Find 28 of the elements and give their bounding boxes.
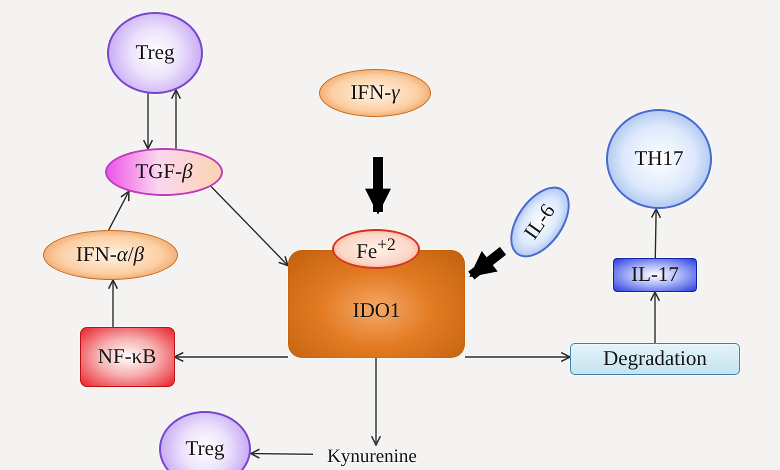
node-label: Fe$^{+2}$ xyxy=(356,234,396,264)
node-label: NF-κB xyxy=(98,345,156,369)
node-label: Degradation xyxy=(603,347,707,371)
node-label: IL-17 xyxy=(631,263,679,287)
arrow xyxy=(142,94,154,150)
node-label: TGF-β xyxy=(135,160,193,184)
block-arrow xyxy=(365,156,391,215)
arrow xyxy=(210,186,289,266)
arrow xyxy=(465,352,571,362)
arrow xyxy=(370,358,382,446)
block-arrow xyxy=(468,246,506,280)
node-label: Treg xyxy=(186,437,224,461)
node-label: IFN-α/β xyxy=(76,243,144,267)
arrow xyxy=(650,208,662,258)
process-box xyxy=(570,343,740,375)
arrow xyxy=(108,279,118,327)
factor-box xyxy=(80,327,174,387)
arrow xyxy=(174,352,288,362)
metabolite-label: Kynurenine xyxy=(327,446,417,468)
node-label: IDO1 xyxy=(352,299,400,323)
cytokine-box xyxy=(613,258,697,292)
node-label: IFN-γ xyxy=(350,81,400,105)
node-label: Treg xyxy=(136,41,174,65)
arrow xyxy=(250,448,313,459)
arrow xyxy=(170,89,182,148)
arrow xyxy=(650,291,660,343)
arrow xyxy=(108,190,130,230)
node-label: TH17 xyxy=(634,147,684,171)
